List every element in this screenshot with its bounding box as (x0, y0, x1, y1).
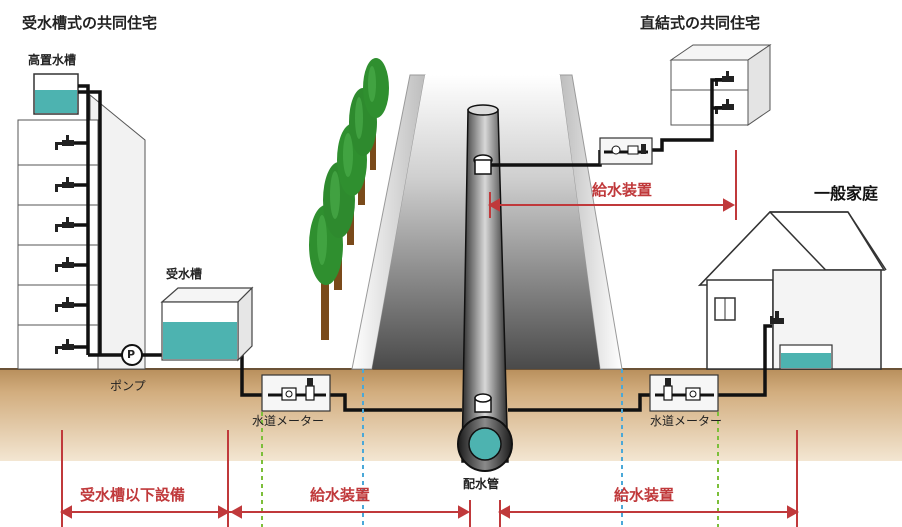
pump-icon (121, 344, 143, 366)
meter-right-label: 水道メーター (650, 414, 723, 428)
meter-box-left (261, 374, 331, 412)
faucet-icon-house (770, 311, 784, 324)
left-header: 受水槽式の共同住宅 (22, 14, 158, 32)
pump-label: ポンプ (110, 379, 146, 393)
receiving-tank (160, 286, 254, 362)
pipes-bottom-right (508, 324, 772, 412)
span-label-top-supply: 給水装置 (592, 181, 653, 199)
direct-apartment-building (669, 44, 772, 126)
span-label-tank-equipment: 受水槽以下設備 (80, 486, 186, 504)
meter-left-label: 水道メーター (252, 414, 325, 428)
guide-lines (261, 369, 719, 527)
right-header: 直結式の共同住宅 (640, 14, 761, 32)
elevated-tank-label: 高置水槽 (28, 53, 77, 67)
soil (0, 369, 902, 461)
meter-box-right (649, 374, 719, 412)
tree-icons (309, 58, 389, 340)
faucet-icons-left (55, 135, 74, 354)
span-label-supply-right: 給水装置 (614, 486, 675, 504)
meter-box-top (599, 137, 653, 165)
detached-house (697, 210, 887, 370)
detached-house-label: 一般家庭 (814, 184, 879, 203)
main-pipe-top-end (467, 104, 499, 116)
span-label-supply-left: 給水装置 (310, 486, 371, 504)
receiving-tank-label: 受水槽 (166, 267, 203, 281)
span-lines (59, 150, 800, 527)
distribution-main-label: 配水管 (463, 477, 500, 491)
pipes-left (74, 84, 462, 412)
pump-symbol: P (127, 348, 136, 361)
main-pipe-water (468, 427, 502, 461)
apartment-building-left (17, 73, 146, 370)
